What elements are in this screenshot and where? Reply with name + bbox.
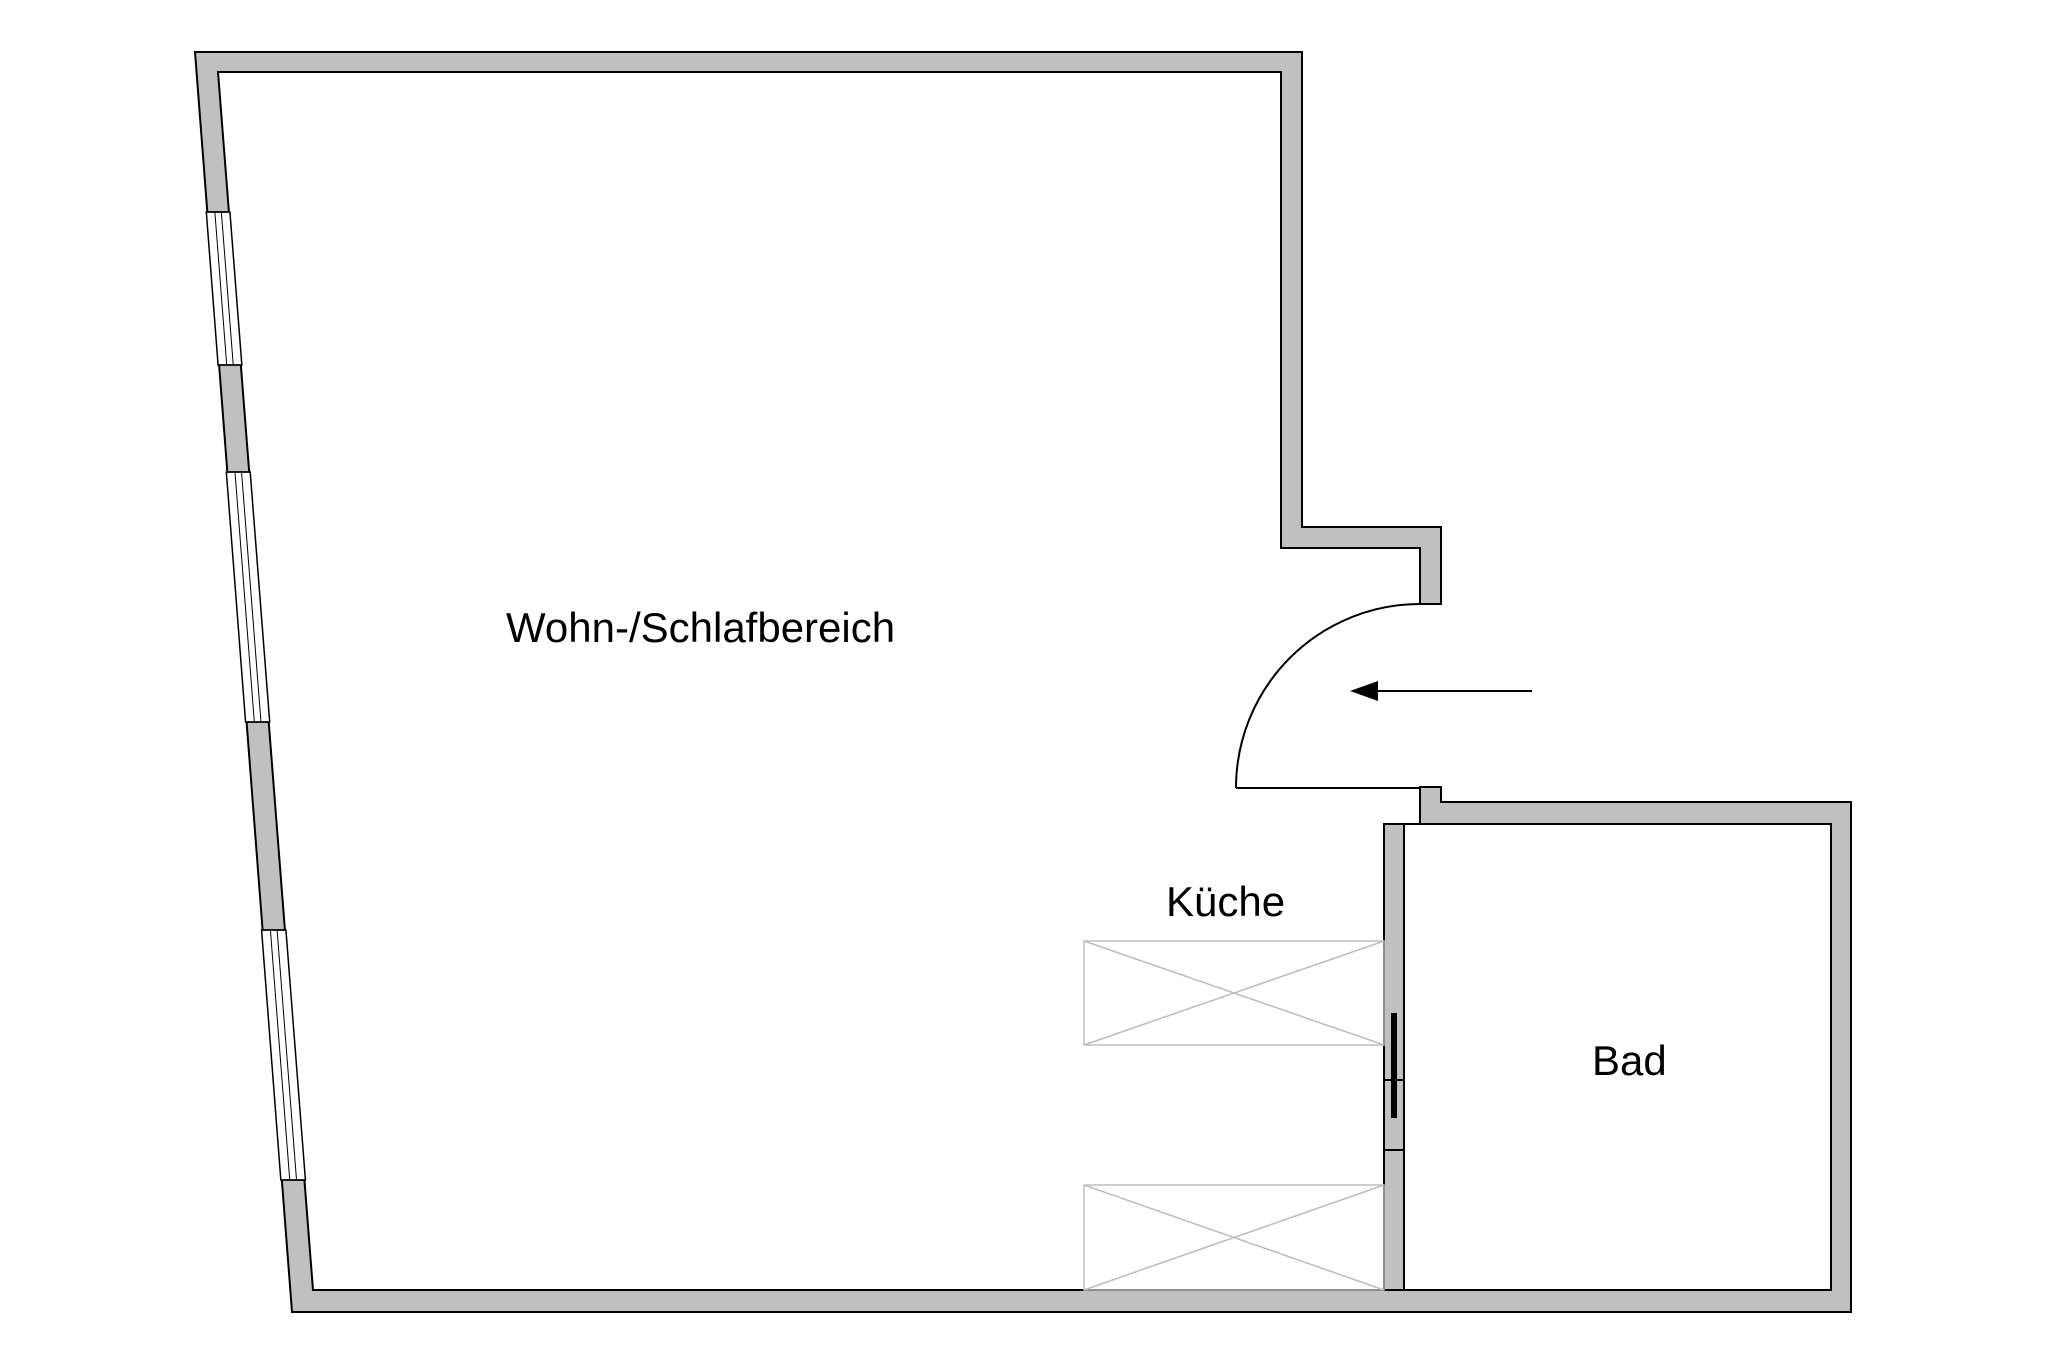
room-label-bath: Bad xyxy=(1592,1037,1667,1084)
kitchen-counter-lower xyxy=(1083,1184,1385,1291)
window-glass-line xyxy=(276,929,298,1181)
door-swing-icon xyxy=(1235,603,1421,789)
room-label-living: Wohn-/Schlafbereich xyxy=(506,604,895,651)
windows xyxy=(205,211,307,1181)
window-2 xyxy=(225,471,271,723)
window-1 xyxy=(205,211,243,366)
window-3 xyxy=(260,929,307,1181)
entrance-arrow-icon xyxy=(1350,681,1532,701)
room-label-kitchen: Küche xyxy=(1166,878,1285,925)
window-glass-line xyxy=(269,929,291,1181)
window-glass-line xyxy=(214,211,228,366)
window-glass-line xyxy=(220,211,234,366)
outer-walls xyxy=(193,51,1852,1313)
window-glass-line xyxy=(234,471,255,723)
kitchen-counter-upper xyxy=(1083,940,1385,1046)
partition-wall-lower xyxy=(1383,1149,1405,1291)
window-glass-line xyxy=(241,471,262,723)
